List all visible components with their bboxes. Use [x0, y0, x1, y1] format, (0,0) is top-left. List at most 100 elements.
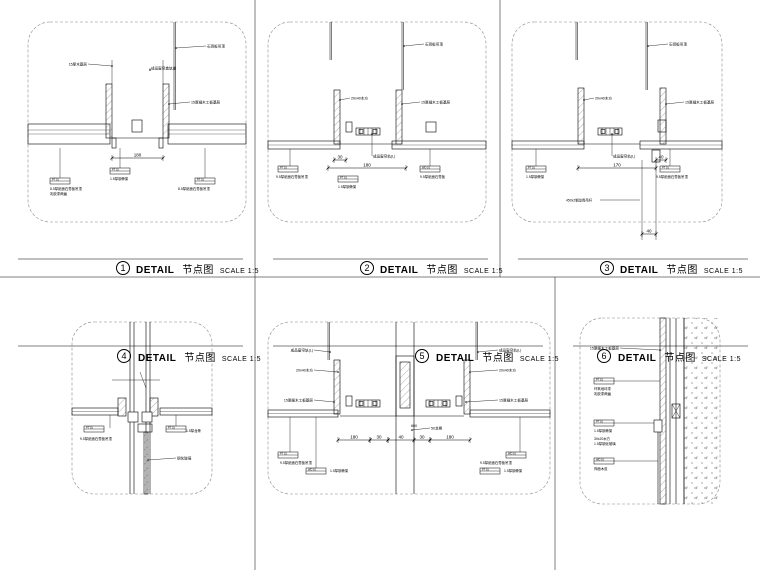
- leader-dot: [149, 69, 151, 71]
- leader-dot: [469, 371, 471, 373]
- timber-base-board: [105, 83, 113, 139]
- detail-number-badge: 2: [360, 261, 374, 275]
- material-note: 9.5厚纸面石膏板吊顶: [656, 174, 688, 179]
- timber-base-board: [149, 397, 159, 417]
- leader-dot: [111, 65, 113, 67]
- blocking-cross: [671, 403, 681, 419]
- track-slot: [600, 129, 606, 134]
- leader-dot: [371, 133, 373, 135]
- material-note: 成品窗帘轨(L): [373, 153, 395, 158]
- material-note: 1.5厚龙骨: [186, 428, 201, 433]
- material-note: 9.5厚纸面石膏板吊顶: [80, 436, 112, 441]
- leader-line: [313, 399, 335, 403]
- leader-dot: [333, 401, 335, 403]
- leader-line: [175, 45, 207, 49]
- track-slot: [372, 401, 378, 406]
- material-note: 1.5厚钢化玻璃: [594, 441, 616, 446]
- leader-line: [313, 349, 331, 353]
- detail-scale: SCALE 1:5: [463, 268, 504, 275]
- track-slot: [428, 401, 434, 406]
- material-note: 9.5厚纸面石膏板吊顶: [280, 460, 312, 465]
- material-note: 8.5厚纸面石膏板吊顶: [50, 186, 82, 191]
- blocking-block: [657, 119, 667, 133]
- leader-dot: [339, 99, 341, 101]
- material-tag: PT 01: [596, 378, 603, 382]
- material-note: 1.5厚钢骨架: [504, 468, 523, 473]
- detail-boundary: [267, 21, 487, 223]
- leader-line: [147, 457, 177, 461]
- detail-title: DETAIL: [136, 265, 175, 276]
- track-slot: [614, 129, 620, 134]
- material-note: 成品窗帘盒轨道: [151, 65, 177, 70]
- material-note: 15厚细木工板基层: [499, 397, 529, 402]
- material-tag: PT 01: [112, 168, 119, 172]
- leader-line: [403, 43, 425, 47]
- leader-line: [647, 43, 669, 47]
- leader-dot: [465, 401, 467, 403]
- timber-base-board: [395, 89, 403, 145]
- detail-scale: SCALE 1:5: [701, 356, 742, 363]
- leader-line: [583, 97, 595, 101]
- central-post: [395, 355, 415, 417]
- dimension-value: 180: [446, 435, 454, 440]
- material-note: 石膏板吊顶: [669, 41, 687, 46]
- timber-base-board: [659, 317, 667, 505]
- timber-base-board: [117, 397, 127, 417]
- detail-title: DETAIL: [620, 265, 659, 276]
- dimension-value: 30: [419, 435, 425, 440]
- leader-dot: [329, 351, 331, 353]
- material-note: 石膏板吊顶: [207, 43, 225, 48]
- detail-scale: SCALE 1:5: [703, 268, 744, 275]
- timber-base-board: [333, 359, 341, 415]
- detail-subtitle: 节点图: [664, 353, 696, 364]
- material-note: 20x40木方: [296, 367, 313, 372]
- detail-title: DETAIL: [618, 353, 657, 364]
- detail-caption: DETAIL 节点图 SCALE 1:5: [618, 349, 741, 364]
- leader-line: [665, 101, 685, 105]
- track-slot: [358, 401, 364, 406]
- curtain-rail: [425, 121, 437, 133]
- dimension-value: 170: [613, 163, 621, 168]
- material-note: 450x2钢龙骨吊杆: [566, 198, 593, 203]
- leader-line: [465, 399, 499, 403]
- leader-dot: [168, 103, 170, 105]
- leader-dot: [401, 103, 403, 105]
- timber-base-board: [463, 359, 471, 415]
- leader-dot: [147, 459, 149, 461]
- detail-title: DETAIL: [436, 353, 475, 364]
- material-note: 15厚细木工板基层: [590, 345, 620, 350]
- material-note: 20x40木方: [351, 95, 368, 100]
- material-note: 1.5厚钢骨架: [330, 468, 349, 473]
- material-note: 1.5厚钢骨架: [594, 428, 613, 433]
- material-note: 钢化玻璃: [177, 455, 192, 460]
- material-tag: PT 01: [482, 468, 489, 472]
- material-note: 饰面木皮: [594, 466, 608, 471]
- timber-base-board: [577, 87, 585, 145]
- material-note: 15厚细木工板基层: [421, 99, 451, 104]
- material-tag: PT 01: [52, 178, 59, 182]
- dimension-value: 600: [411, 424, 417, 428]
- glass-clamp: [653, 419, 663, 433]
- dimension-value: 30: [337, 155, 343, 160]
- leader-dot: [403, 45, 405, 47]
- material-note: 9.5厚纸面石膏板吊顶: [276, 174, 308, 179]
- dimension-value: 180: [363, 163, 371, 168]
- dimension-value: 40: [658, 155, 664, 160]
- material-note: 成品窗帘轨(L): [613, 153, 635, 158]
- detail-number-badge: 1: [116, 261, 130, 275]
- material-note: 成品窗帘轨(L): [499, 347, 521, 352]
- material-tag: PT 01: [280, 166, 287, 170]
- material-tag: WD 01: [596, 458, 604, 462]
- glass-panel: [143, 431, 149, 495]
- corner-bead: [158, 137, 164, 149]
- material-tag: PT 01: [197, 178, 204, 182]
- material-note: 15厚木基层: [69, 61, 88, 66]
- material-note: 15厚细木工板基层: [284, 397, 314, 402]
- material-note: 15厚细木工板基层: [191, 99, 221, 104]
- material-note: 乳胶漆两遍: [594, 391, 612, 396]
